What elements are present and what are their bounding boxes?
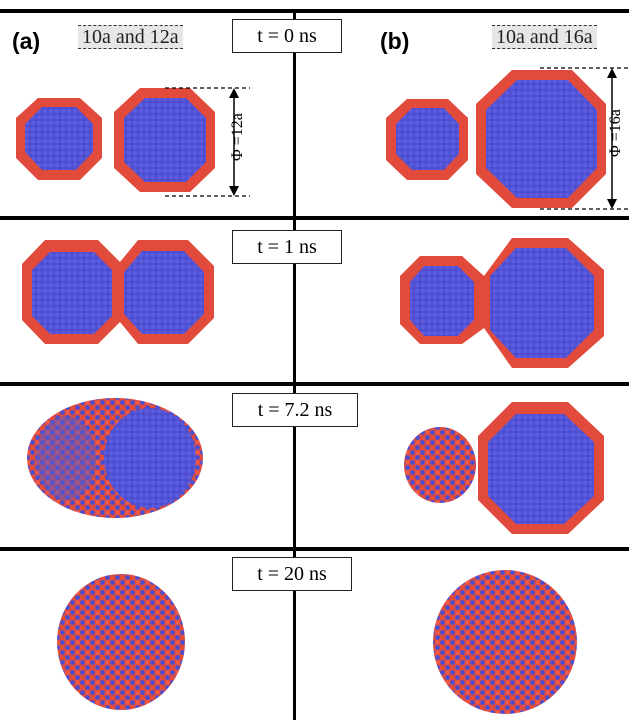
dimension-arrowhead-a-down (229, 186, 239, 196)
nanoparticle-a-alloyed-t3 (57, 574, 185, 710)
nanoparticle-b-small-core-t0 (396, 108, 459, 170)
time-label-1: t = 1 ns (232, 230, 342, 264)
dimension-label-a: Φ =12a (229, 113, 246, 161)
row-dividers (0, 9, 629, 551)
nanoparticle-a-small-core-t0 (25, 107, 93, 170)
time-label-2: t = 7.2 ns (232, 393, 358, 427)
row-divider-2 (0, 382, 629, 386)
panel-label-b: (b) (380, 28, 410, 54)
row-t1 (22, 238, 604, 368)
nanoparticle-b-large-core-t0 (486, 80, 597, 198)
nanoparticle-a-large-core-t0 (124, 98, 206, 182)
nanoparticle-b-large-core-t2 (488, 414, 594, 524)
nanoparticle-a-left-core-t1 (32, 252, 112, 334)
nanoparticle-b-left-core-t1 (410, 266, 474, 336)
dimension-arrowhead-b-down (607, 199, 617, 209)
dimension-label-b: Φ =16a (607, 109, 624, 157)
nanoparticle-a-core-t2 (104, 408, 196, 508)
nanoparticle-b-right-core-t1 (490, 248, 594, 358)
nanoparticle-b-small-mixed-t2 (404, 427, 476, 503)
time-label-0: t = 0 ns (232, 19, 342, 53)
size-label-b: 10a and 16a (492, 25, 597, 49)
row-divider-1 (0, 216, 629, 220)
nanoparticle-a-left-mixed-t2 (36, 416, 96, 500)
time-label-3: t = 20 ns (232, 557, 352, 591)
row-t0 (16, 67, 629, 210)
size-label-a: 10a and 12a (78, 25, 183, 49)
row-divider-3 (0, 547, 629, 551)
nanoparticle-b-alloyed-t3 (433, 570, 577, 714)
dimension-arrowhead-b-up (607, 68, 617, 78)
panel-label-a: (a) (12, 28, 41, 54)
row-t2 (27, 398, 604, 534)
row-t3 (57, 570, 577, 714)
center-divider (293, 11, 296, 720)
nanoparticle-a-right-core-t1 (124, 251, 204, 334)
row-divider-top (0, 9, 629, 13)
dimension-arrowhead-a-up (229, 88, 239, 98)
